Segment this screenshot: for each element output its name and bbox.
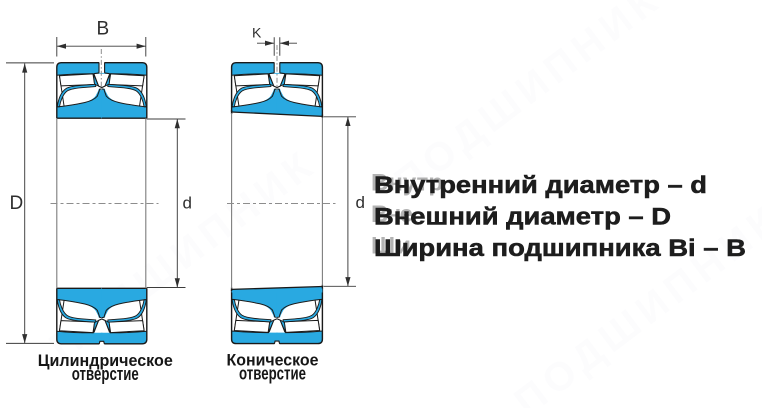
- svg-text:d: d: [356, 193, 365, 212]
- svg-text:Внутренний диаметр – d: Внутренний диаметр – d: [374, 172, 707, 199]
- svg-text:отверстие: отверстие: [239, 364, 306, 384]
- svg-text:Коническое: Коническое: [227, 351, 319, 370]
- svg-text:Цилиндрическое: Цилиндрическое: [38, 351, 173, 370]
- svg-text:Ширина подшипника Bi – B: Ширина подшипника Bi – B: [374, 235, 746, 262]
- svg-text:отверстие: отверстие: [72, 364, 139, 384]
- svg-text:Вне: Вне: [371, 201, 413, 228]
- svg-text:K: K: [252, 25, 262, 41]
- svg-text:D: D: [10, 193, 24, 214]
- svg-text:d: d: [183, 193, 192, 212]
- svg-text:Внутр: Внутр: [371, 170, 443, 197]
- svg-text:B: B: [97, 19, 110, 40]
- svg-text:Ши: Ши: [371, 233, 411, 260]
- svg-text:Внешний диаметр – D: Внешний диаметр – D: [374, 203, 671, 230]
